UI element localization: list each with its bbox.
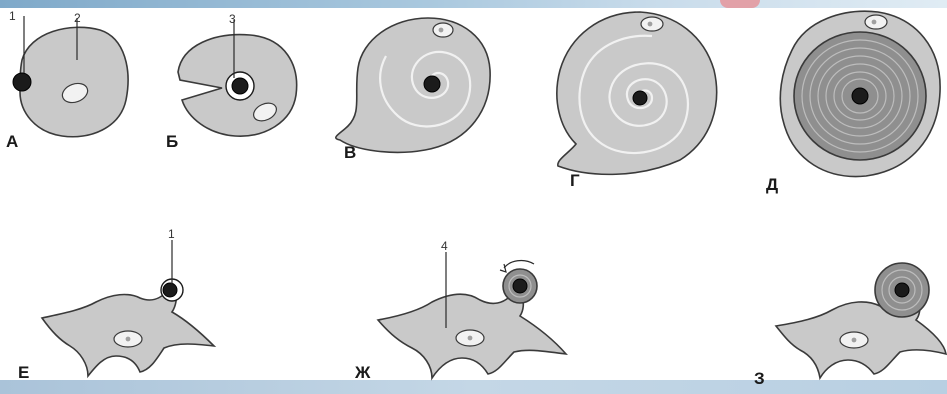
panel-letter-e: Е xyxy=(18,363,29,382)
rotation-arrowhead-zh xyxy=(500,264,506,272)
label-1-e: 1 xyxy=(168,227,175,241)
label-4-zh: 4 xyxy=(441,239,448,253)
nucleolus-d xyxy=(872,20,877,25)
panel-d: Д xyxy=(766,11,940,194)
axon-e xyxy=(163,283,177,297)
panel-zh: 4 Ж xyxy=(354,239,566,382)
panel-letter-b: Б xyxy=(166,132,178,151)
nucleolus-e xyxy=(126,337,131,342)
panel-a: 1 2 А xyxy=(6,9,128,151)
axon-g xyxy=(633,91,647,105)
axon-d xyxy=(852,88,868,104)
panel-b: 3 Б xyxy=(166,12,297,151)
label-1-a: 1 xyxy=(9,9,16,23)
panel-v: В xyxy=(336,18,490,162)
panel-letter-g: Г xyxy=(570,171,580,190)
label-3-b: 3 xyxy=(229,12,236,26)
axon-z xyxy=(895,283,909,297)
panel-letter-a: А xyxy=(6,132,18,151)
axon-a xyxy=(13,73,31,91)
panel-letter-zh: Ж xyxy=(354,363,371,382)
panel-letter-z: З xyxy=(754,369,765,388)
nucleolus-g xyxy=(648,22,653,27)
label-2-a: 2 xyxy=(74,11,81,25)
panel-e: 1 Е xyxy=(18,227,214,382)
panel-z: З xyxy=(754,263,946,388)
rotation-arrow-zh xyxy=(504,261,534,268)
axon-zh xyxy=(513,279,527,293)
nucleolus-z xyxy=(852,338,857,343)
panel-letter-d: Д xyxy=(766,175,778,194)
schwann-cell-a xyxy=(20,27,128,136)
panel-letter-v: В xyxy=(344,143,356,162)
nucleolus-zh xyxy=(468,336,473,341)
axon-b xyxy=(232,78,248,94)
panel-g: Г xyxy=(557,12,717,190)
axon-v xyxy=(424,76,440,92)
nucleolus-v xyxy=(439,28,444,33)
